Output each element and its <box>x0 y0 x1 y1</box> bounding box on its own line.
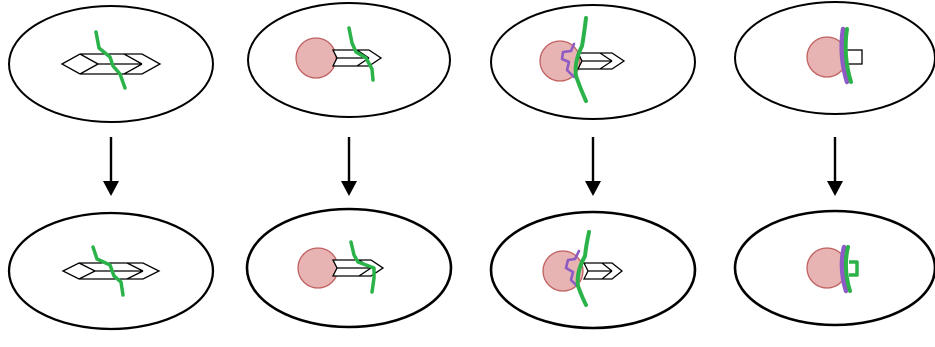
purple-strand <box>564 249 581 289</box>
cell-2-top <box>247 2 451 118</box>
cell-2-bottom <box>245 207 453 329</box>
cell-3-bottom <box>489 210 697 330</box>
green-strand <box>94 30 127 90</box>
cell-1-bottom <box>7 211 215 331</box>
green-strand <box>843 27 853 84</box>
transition-arrow <box>827 137 843 196</box>
purple-strand <box>839 244 849 294</box>
green-strand <box>91 245 125 297</box>
crystal-shape <box>582 262 624 280</box>
cell-4-bottom <box>733 209 935 327</box>
crystal-shape <box>331 259 385 277</box>
cell-4-top <box>734 1 935 115</box>
transition-arrow <box>103 137 119 196</box>
green-strand <box>349 240 376 294</box>
column-1 <box>7 5 215 331</box>
column-3 <box>489 4 697 330</box>
transition-arrow <box>341 137 357 196</box>
green-strand <box>347 26 375 82</box>
transition-arrow <box>585 137 601 196</box>
nucleus <box>295 37 337 79</box>
green-strand <box>573 16 588 103</box>
green-strand <box>843 245 852 293</box>
crystal-shape <box>576 52 626 70</box>
purple-strand <box>839 26 850 85</box>
purple-strand <box>560 42 576 79</box>
cell-1-top <box>8 5 214 123</box>
nucleus <box>297 247 339 289</box>
column-4 <box>733 1 935 327</box>
cell-3-top <box>490 4 696 120</box>
crystal-bracket <box>849 260 859 277</box>
green-strand <box>575 230 591 307</box>
column-2 <box>245 2 453 329</box>
